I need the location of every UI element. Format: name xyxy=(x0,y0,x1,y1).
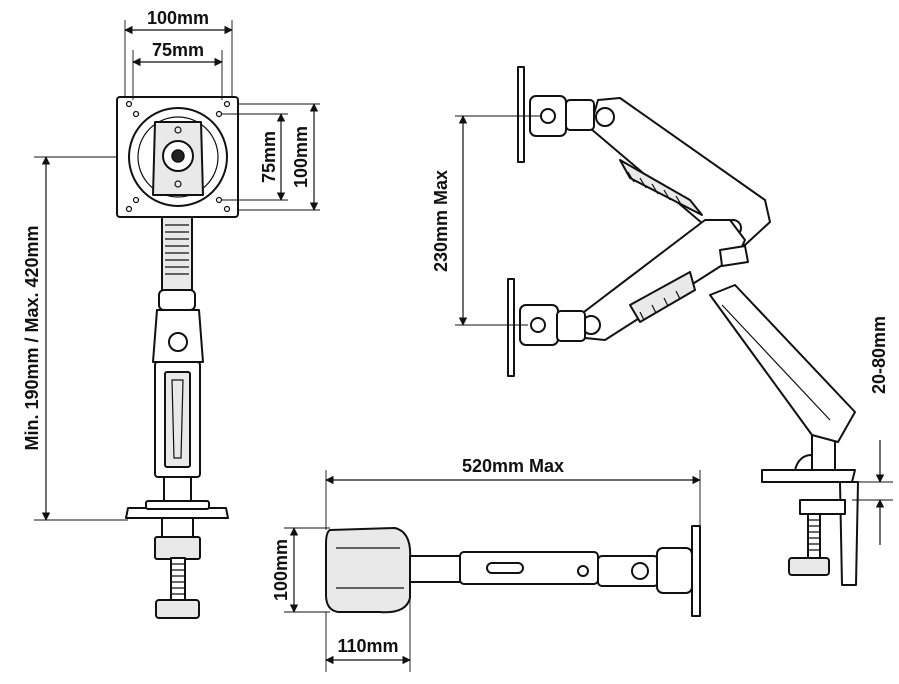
vesa-plate-bottom-side xyxy=(507,278,515,377)
side-view xyxy=(507,66,859,586)
side-upper-arm-raised xyxy=(589,97,771,246)
clamp-side xyxy=(839,481,859,586)
height-range-dimension: Min. 190mm / Max. 420mm xyxy=(22,156,128,521)
top-base xyxy=(325,527,412,614)
top-lower-arm xyxy=(409,555,461,583)
desk-top-plate xyxy=(761,469,856,483)
vesa-plate-top-side xyxy=(517,66,525,163)
arm-travel-dimension: 230mm Max xyxy=(431,115,540,326)
desk-thickness-dimension: 20-80mm xyxy=(852,316,893,545)
desk-thickness-label: 20-80mm xyxy=(869,316,889,394)
base-depth-dimension: 100mm xyxy=(271,527,330,613)
arm-travel-label: 230mm Max xyxy=(431,170,451,272)
vesa-outer-height-label: 100mm xyxy=(291,126,311,188)
base-width-label: 110mm xyxy=(337,636,398,656)
vesa-dimensions: 100mm 75mm 75mm 100mm xyxy=(124,8,320,211)
clamp-knob xyxy=(155,599,200,619)
side-lower-arm xyxy=(709,284,856,443)
vesa-outer-width-label: 100mm xyxy=(147,8,209,28)
top-tilt-head xyxy=(656,547,693,594)
reach-dimension: 520mm Max xyxy=(325,456,701,530)
vesa-inner-height-label: 75mm xyxy=(259,131,279,183)
vesa-inner-width-label: 75mm xyxy=(152,40,204,60)
height-range-label: Min. 190mm / Max. 420mm xyxy=(22,225,42,450)
front-view xyxy=(116,96,239,619)
top-view xyxy=(325,525,701,617)
top-vesa-plate xyxy=(691,525,701,617)
base-width-dimension: 110mm xyxy=(325,598,411,672)
side-upper-arm-lowered xyxy=(579,219,746,341)
clamp-block xyxy=(154,536,201,560)
reach-label: 520mm Max xyxy=(462,456,564,476)
base-depth-label: 100mm xyxy=(271,539,291,601)
tilt-spring xyxy=(161,216,193,298)
top-upper-arm xyxy=(459,551,599,585)
